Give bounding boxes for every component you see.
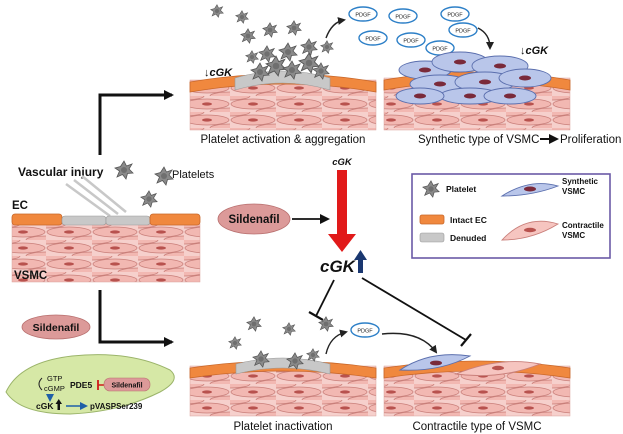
contractile-panel: Contractile type of VSMC xyxy=(381,332,571,433)
pdgf-label: PDGF xyxy=(357,329,373,335)
sildenafil-pill xyxy=(217,203,291,235)
legend-box xyxy=(411,173,611,259)
pdgf-label: PDGF xyxy=(447,13,463,19)
gtp-label: GTP xyxy=(47,374,62,383)
inactivation-caption: Platelet inactivation xyxy=(233,421,332,433)
platelets-label: Platelets xyxy=(172,169,215,181)
intact-ec-left xyxy=(11,213,63,226)
injury-title: Vascular injury xyxy=(18,165,104,179)
cgk-up-label: cGK xyxy=(320,257,357,276)
legend-denuded: Denuded xyxy=(450,233,486,243)
denuded-segment xyxy=(61,215,107,226)
to-inactivation-arrow xyxy=(98,290,174,347)
injury-arrows xyxy=(65,175,127,218)
legend-intact-ec: Intact EC xyxy=(450,215,487,225)
pdgf-label: PDGF xyxy=(355,13,371,19)
free-platelet xyxy=(140,190,158,208)
pdgf-label: PDGF xyxy=(432,47,448,53)
inhibit-vsmc-line xyxy=(361,277,467,341)
pvasp-label: pVASPSer239 xyxy=(90,402,143,411)
center-mechanism: cGK Sildenafil cGK xyxy=(217,157,472,347)
free-platelet xyxy=(154,166,174,186)
pdgf-release-arrow xyxy=(325,17,346,39)
vsmc-label: VSMC xyxy=(14,270,47,282)
pdgf-to-vsmc-arrow xyxy=(477,27,494,50)
vsmc-layer xyxy=(11,223,201,283)
denuded-segment xyxy=(105,215,151,226)
sildenafil-tag-label: Sildenafil xyxy=(111,383,142,390)
synthetic-panel: ↓cGK Synthetic type of VSMC Proliferatio… xyxy=(383,27,621,146)
red-arrow-head xyxy=(328,234,356,252)
cgk-up-small-icon xyxy=(55,399,62,410)
pde5-label: PDE5 xyxy=(70,380,92,390)
free-platelet xyxy=(114,160,134,180)
legend-denuded-swatch xyxy=(419,232,445,243)
cgk-top-label: cGK xyxy=(332,157,353,168)
intact-ec-right xyxy=(149,213,201,226)
pdgf-to-contractile-arrow xyxy=(381,332,438,354)
up-arrow-icon xyxy=(354,250,367,273)
inhibit-platelet-bar xyxy=(308,311,324,321)
proliferation-label: Proliferation xyxy=(560,134,621,146)
inactivation-panel: PDGF Platelet inactivation xyxy=(189,316,380,433)
injury-panel: Vascular injury Platelets EC VSMC xyxy=(11,160,215,283)
synthetic-caption: Synthetic type of VSMC xyxy=(418,134,539,146)
red-arrow-shaft xyxy=(337,170,347,236)
pdgf-release-arrow-small xyxy=(325,329,348,355)
cgk-inset-label: cGK xyxy=(36,401,54,411)
activation-caption: Platelet activation & aggregation xyxy=(201,134,366,146)
pdgf-label: PDGF xyxy=(395,15,411,21)
legend-synthetic-icon xyxy=(500,183,560,197)
pdgf-label: PDGF xyxy=(403,39,419,45)
activation-panel: ↓cGK PDGF PDGF PDGF PDGF PDGF PDGF PDGF … xyxy=(189,4,478,146)
cgmp-label: cGMP xyxy=(44,384,65,393)
gtp-cgmp-arrow xyxy=(38,377,43,391)
legend-contractile-icon xyxy=(500,220,560,241)
cell-inset: GTP cGMP PDE5 Sildenafil cGK pVASPSer239 xyxy=(5,354,175,415)
cgk-down-label-left: ↓cGK xyxy=(204,67,233,79)
pdgf-label: PDGF xyxy=(365,37,381,43)
inhibit-vsmc-bar xyxy=(460,333,472,347)
sildenafil-tag xyxy=(103,377,151,392)
legend-platelet: Platelet xyxy=(446,184,476,194)
contractile-caption: Contractile type of VSMC xyxy=(412,421,541,433)
to-activation-arrow xyxy=(98,90,174,155)
ec-label: EC xyxy=(12,200,28,212)
sildenafil-pill-small xyxy=(21,314,91,340)
pdgf-label: PDGF xyxy=(455,29,471,35)
inhibit-platelet-line xyxy=(315,279,335,317)
legend-intact-ec-swatch xyxy=(419,214,445,225)
cgk-down-label-right: ↓cGK xyxy=(520,45,549,57)
sildenafil-small-label: Sildenafil xyxy=(33,322,80,334)
sildenafil-label: Sildenafil xyxy=(228,214,279,226)
